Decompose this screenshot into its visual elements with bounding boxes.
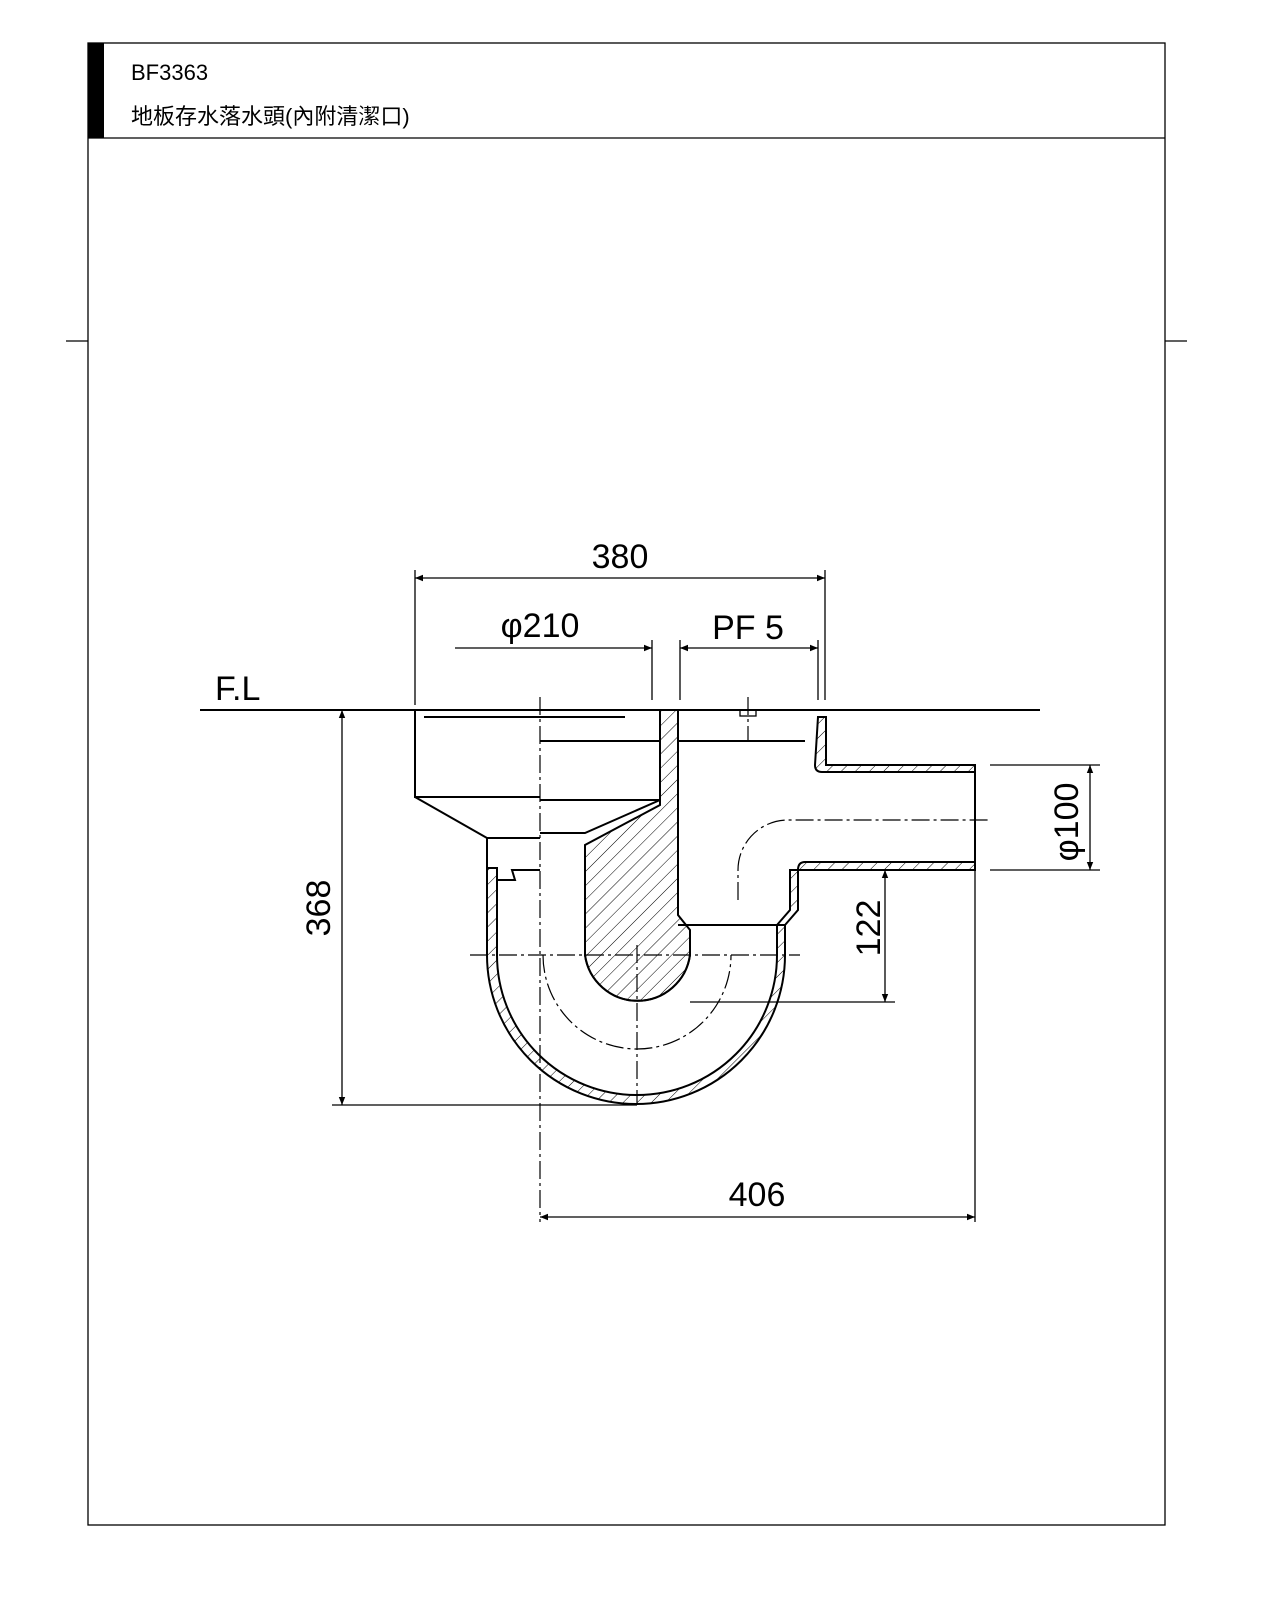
dimension-inlet-diameter: φ210	[455, 607, 653, 700]
dimension-total-depth: 368	[300, 710, 637, 1106]
header-bar	[88, 43, 104, 138]
drain-body	[414, 709, 976, 1105]
dimension-outlet-height: 122	[690, 870, 895, 1003]
dimension-cleanout-thread: PF 5	[679, 609, 819, 700]
dimension-overall-width: 380	[414, 538, 826, 705]
svg-text:380: 380	[592, 538, 649, 576]
centerline-trap	[470, 819, 990, 1105]
product-title: 地板存水落水頭(內附清潔口)	[131, 104, 410, 129]
svg-text:PF 5: PF 5	[712, 609, 784, 647]
svg-text:406: 406	[729, 1176, 786, 1214]
model-number: BF3363	[131, 60, 209, 85]
svg-text:φ100: φ100	[1048, 783, 1086, 862]
svg-text:368: 368	[300, 880, 338, 937]
dimension-overall-length: 406	[540, 870, 976, 1222]
svg-text:φ210: φ210	[501, 607, 580, 645]
dimension-outlet-diameter: φ100	[990, 764, 1100, 871]
sheet-border	[87, 42, 1166, 1526]
svg-text:122: 122	[850, 900, 888, 957]
floor-level-label: F.L	[215, 670, 260, 708]
